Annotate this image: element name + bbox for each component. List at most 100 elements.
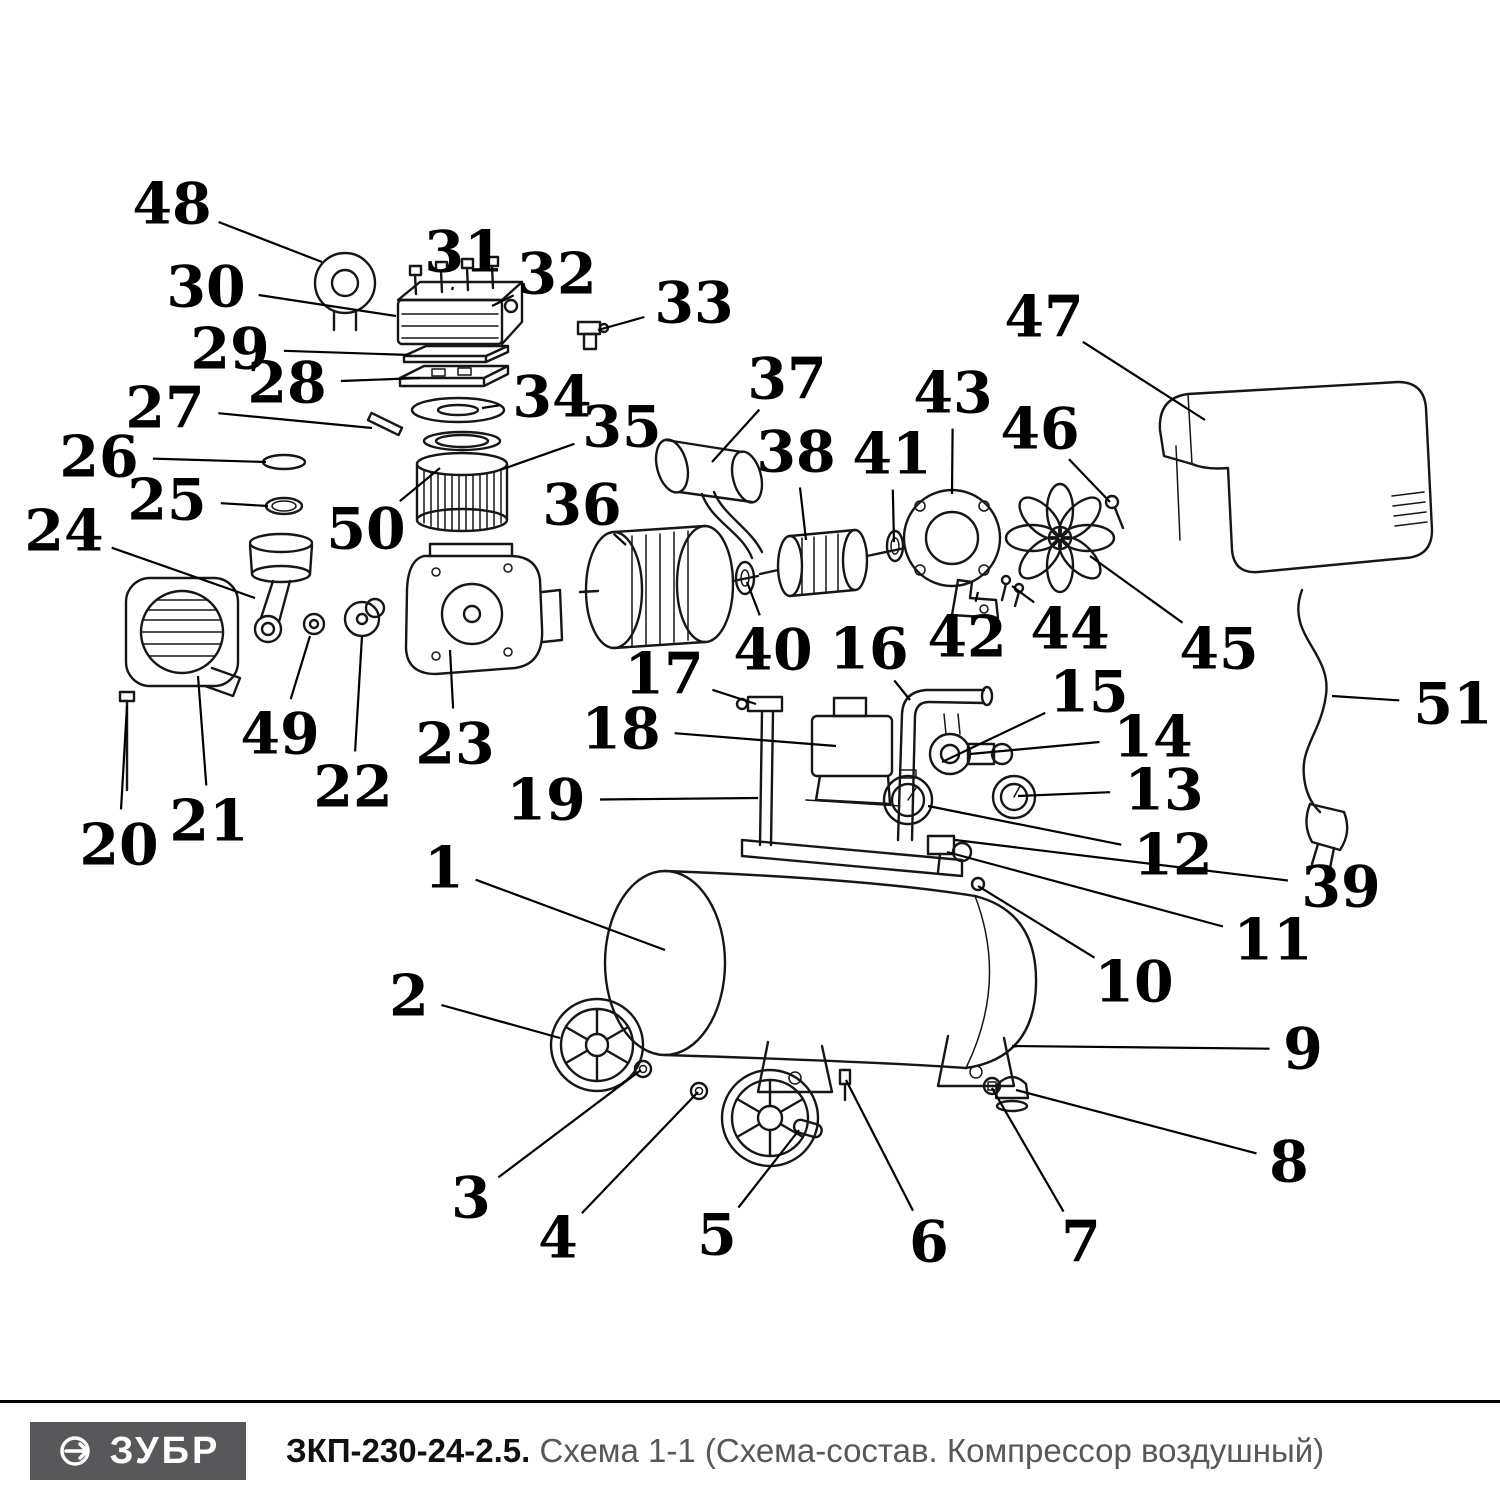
part-label-24: 24 — [24, 497, 104, 565]
part-3-washer — [633, 1059, 653, 1079]
leader-line-12 — [927, 804, 1122, 846]
part-42-bracket — [950, 578, 1000, 620]
leader-line-48 — [218, 220, 323, 264]
part-label-39: 39 — [1301, 853, 1381, 921]
leader-line-46 — [1068, 458, 1111, 503]
part-label-15: 15 — [1049, 658, 1129, 726]
leader-line-20 — [119, 705, 129, 810]
brand-name: ЗУБР — [109, 1429, 221, 1472]
part-label-7: 7 — [1061, 1208, 1101, 1276]
leader-line-30 — [258, 293, 397, 318]
part-label-36: 36 — [542, 471, 622, 539]
part-label-8: 8 — [1269, 1128, 1309, 1196]
leader-line-19 — [599, 796, 759, 801]
part-label-6: 6 — [909, 1208, 949, 1276]
leader-line-16 — [893, 679, 911, 701]
leader-line-50 — [399, 467, 441, 503]
part-46-screw — [1104, 494, 1125, 530]
leader-line-17 — [712, 688, 757, 706]
leader-line-41 — [891, 489, 896, 543]
part-33-elbow-fitting — [576, 320, 610, 351]
part-6-bolt — [838, 1068, 852, 1102]
part-41-washer — [885, 529, 905, 563]
part-label-41: 41 — [852, 420, 932, 488]
part-label-12: 12 — [1133, 821, 1213, 889]
part-label-34: 34 — [512, 363, 592, 431]
leader-line-21 — [196, 675, 208, 786]
part-label-32: 32 — [517, 240, 597, 308]
part-22-crank — [343, 597, 386, 638]
part-label-3: 3 — [451, 1164, 491, 1232]
part-label-2: 2 — [389, 962, 429, 1030]
part-label-22: 22 — [313, 753, 393, 821]
leader-line-32 — [491, 294, 515, 307]
leader-line-5 — [737, 1129, 800, 1209]
part-label-40: 40 — [733, 616, 813, 684]
part-label-28: 28 — [247, 349, 327, 417]
scheme-subtitle: Схема 1-1 (Схема-состав. Компрессор возд… — [539, 1432, 1325, 1469]
part-43-end-cover — [902, 488, 1002, 588]
part-28-valve-plate — [398, 364, 510, 388]
part-label-30: 30 — [166, 253, 246, 321]
leader-line-33 — [597, 315, 645, 332]
leader-line-26 — [152, 457, 267, 464]
leader-line-13 — [1017, 791, 1111, 798]
part-45-fan — [1004, 482, 1116, 594]
part-label-21: 21 — [169, 787, 249, 855]
part-label-14: 14 — [1113, 703, 1193, 771]
part-label-26: 26 — [59, 423, 139, 491]
zubr-logo-icon — [59, 1436, 90, 1466]
leader-lines — [111, 220, 1400, 1214]
part-12-gauge — [882, 769, 934, 826]
part-30-cylinder-head — [396, 280, 524, 346]
model-number: ЗКП-230-24-2.5. — [286, 1432, 531, 1469]
part-label-16: 16 — [829, 615, 909, 683]
part-21-fan-housing — [124, 576, 242, 698]
leader-line-14 — [969, 740, 1100, 756]
part-48-air-filter — [313, 251, 377, 332]
part-27-pin — [366, 411, 404, 437]
part-1-tank — [603, 838, 1038, 1070]
part-label-43: 43 — [913, 359, 993, 427]
part-34-head-gasket — [410, 396, 506, 424]
leader-line-39 — [954, 838, 1289, 882]
part-23-crankcase — [404, 542, 564, 676]
leader-line-44 — [1011, 585, 1035, 604]
part-44-screws — [1000, 574, 1025, 608]
leader-line-6 — [845, 1079, 914, 1212]
part-label-11: 11 — [1233, 906, 1313, 974]
part-29-gasket — [402, 344, 510, 364]
part-label-25: 25 — [127, 466, 207, 534]
leader-line-7 — [991, 1087, 1065, 1213]
leader-line-1 — [475, 878, 666, 952]
part-9-foot-bracket — [756, 1034, 1016, 1094]
leader-line-38 — [798, 487, 808, 541]
leader-line-40 — [745, 581, 761, 616]
part-14-regulator — [928, 713, 1014, 776]
leader-line-4 — [581, 1091, 699, 1214]
leader-line-15 — [941, 711, 1046, 763]
part-25-ring — [264, 496, 304, 516]
part-label-45: 45 — [1179, 615, 1259, 683]
leader-line-43 — [950, 428, 954, 495]
part-label-10: 10 — [1094, 948, 1174, 1016]
leader-line-34 — [481, 404, 500, 410]
leader-line-42 — [974, 591, 980, 603]
part-label-27: 27 — [125, 374, 205, 442]
part-35-sleeve-ring — [422, 430, 502, 452]
part-47-shroud — [1158, 380, 1434, 574]
leader-line-3 — [497, 1069, 642, 1179]
part-label-38: 38 — [756, 418, 836, 486]
part-label-50: 50 — [326, 495, 406, 563]
part-8-rubber-foot — [994, 1075, 1030, 1113]
leader-line-37 — [711, 408, 761, 463]
part-label-31: 31 — [424, 218, 504, 286]
footer-divider — [0, 1400, 1500, 1403]
leader-line-35 — [499, 442, 575, 472]
leader-line-25 — [220, 502, 269, 508]
footer: ЗУБР ЗКП-230-24-2.5. Схема 1-1 (Схема-со… — [30, 1422, 1470, 1480]
leader-line-28 — [340, 376, 421, 383]
part-label-49: 49 — [240, 700, 320, 768]
part-26-ring — [261, 453, 307, 471]
